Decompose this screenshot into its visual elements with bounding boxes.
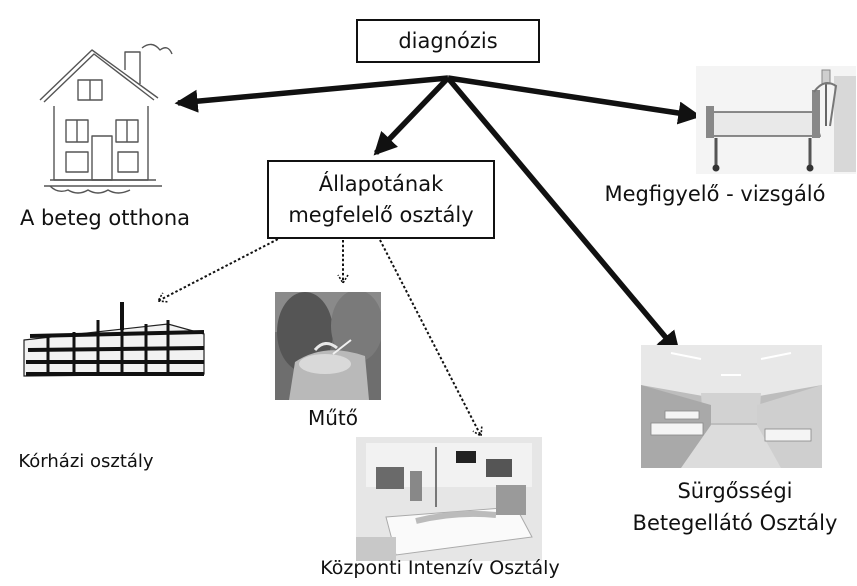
diagnosis-label: diagnózis: [398, 29, 498, 53]
solid-arrow-department: [373, 76, 450, 156]
operating-room-photo: [275, 292, 381, 400]
home-label: A beteg otthona: [19, 206, 191, 230]
emergency-label-line2: Betegellátó Osztály: [632, 510, 838, 535]
solid-arrow-observation: [447, 75, 702, 125]
emergency-label-line1: Sürgősségi: [677, 479, 793, 503]
ward-label: Kórházi osztály: [18, 451, 154, 472]
surgery-label: Műtő: [307, 406, 358, 430]
emergency-ward-photo: [641, 345, 822, 468]
department-label-line2: megfelelő osztály: [288, 202, 474, 227]
department-label-line1: Állapotának: [318, 172, 444, 197]
icu-label: Központi Intenzív Osztály: [320, 557, 560, 579]
house-icon: [39, 43, 173, 194]
department-box: Állapotának megfelelő osztály: [267, 160, 495, 239]
icu-photo: [356, 437, 542, 561]
hospital-bed-icon: [696, 66, 856, 174]
dotted-arrow-icu: [379, 239, 483, 438]
observation-label: Megfigyelő - vizsgáló: [604, 182, 826, 206]
diagnosis-box: diagnózis: [356, 19, 540, 63]
solid-arrow-emergency: [445, 76, 681, 355]
hospital-building-icon: [23, 302, 205, 377]
dotted-arrow-ward: [156, 236, 283, 303]
solid-arrow-home: [174, 75, 449, 113]
emergency-label: Sürgősségi Betegellátó Osztály: [620, 476, 850, 539]
